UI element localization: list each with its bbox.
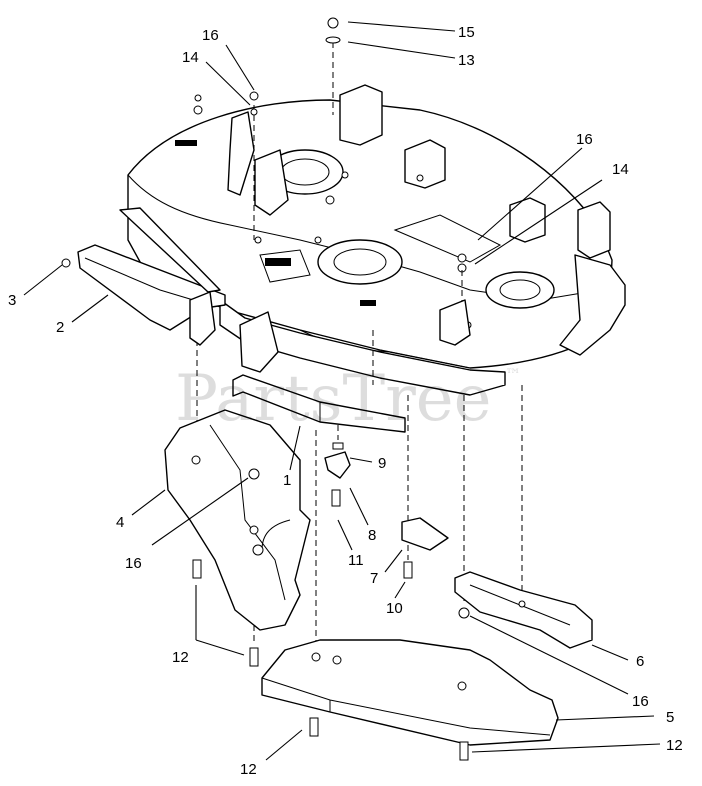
callout-14-right: 14 bbox=[612, 161, 629, 178]
callout-6: 6 bbox=[636, 653, 644, 670]
small-hardware bbox=[192, 17, 470, 761]
callout-3: 3 bbox=[8, 292, 16, 309]
callout-16-top: 16 bbox=[202, 27, 219, 44]
callout-14-top: 14 bbox=[182, 49, 199, 66]
callout-9: 9 bbox=[378, 455, 386, 472]
part-3-screw bbox=[61, 258, 71, 268]
callout-16-bottom: 16 bbox=[632, 693, 649, 710]
part-6-blade bbox=[454, 571, 593, 649]
callout-10: 10 bbox=[386, 600, 403, 617]
callout-13: 13 bbox=[458, 52, 475, 69]
part-2-bracket bbox=[77, 207, 226, 331]
callout-8: 8 bbox=[368, 527, 376, 544]
callout-2: 2 bbox=[56, 319, 64, 336]
leader-lines bbox=[23, 21, 661, 761]
callout-12-left: 12 bbox=[172, 649, 189, 666]
callout-15: 15 bbox=[458, 24, 475, 41]
callout-1: 1 bbox=[283, 472, 291, 489]
callout-12-bottom: 12 bbox=[240, 761, 257, 778]
callout-7: 7 bbox=[370, 570, 378, 587]
callout-16-left: 16 bbox=[125, 555, 142, 572]
part-5-rear-baffle bbox=[261, 639, 559, 746]
front-brackets bbox=[189, 291, 471, 373]
callout-5: 5 bbox=[666, 709, 674, 726]
part-4-left-baffle bbox=[164, 409, 311, 631]
watermark-trademark: ™ bbox=[505, 365, 521, 384]
callout-12-right: 12 bbox=[666, 737, 683, 754]
callout-labels: 15 13 16 14 16 14 3 2 1 9 4 8 16 11 7 10… bbox=[8, 24, 683, 778]
callout-11: 11 bbox=[348, 552, 364, 569]
callout-4: 4 bbox=[116, 514, 124, 531]
mower-deck-housing bbox=[127, 84, 626, 396]
watermark: PartsTree bbox=[175, 362, 492, 436]
callout-16-right: 16 bbox=[576, 131, 593, 148]
part-1-baffle bbox=[232, 374, 406, 433]
